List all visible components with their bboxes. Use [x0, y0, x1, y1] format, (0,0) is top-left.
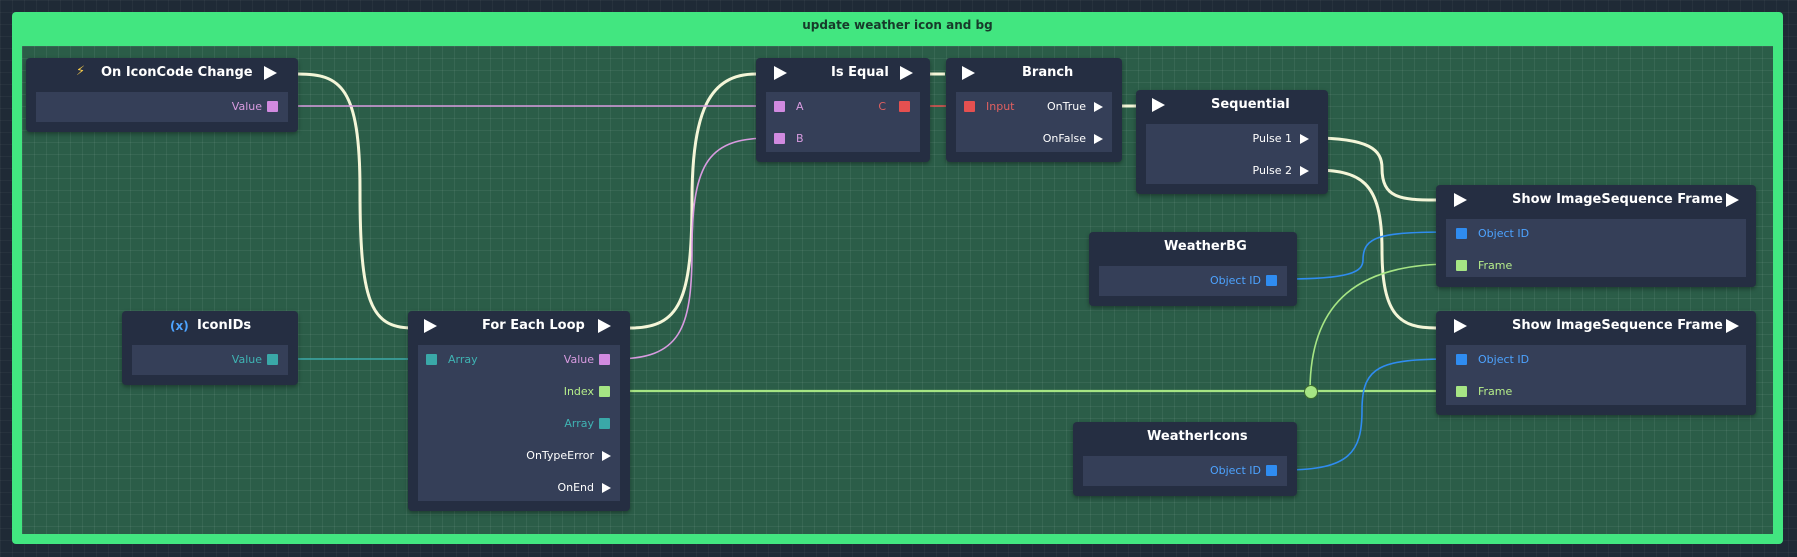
node-header[interactable]: For Each Loop: [408, 311, 630, 341]
object-id-label: Object ID: [1209, 464, 1261, 477]
node-icon-ids[interactable]: (x) IconIDs Value: [122, 311, 298, 385]
exec-input-pin[interactable]: [774, 66, 787, 80]
exec-output-pin[interactable]: [598, 319, 611, 333]
exec-output-pin[interactable]: [1726, 193, 1739, 207]
pulse2-pin[interactable]: [1300, 166, 1309, 176]
exec-input-pin[interactable]: [424, 319, 437, 333]
node-body: Object ID: [1099, 266, 1287, 296]
node-header[interactable]: WeatherBG: [1089, 232, 1297, 262]
object-id-output-pin[interactable]: [1266, 275, 1277, 286]
group-title: update weather icon and bg: [802, 18, 993, 32]
node-title: WeatherIcons: [1147, 429, 1248, 444]
exec-output-pin[interactable]: [900, 66, 913, 80]
on-type-error-pin[interactable]: [602, 451, 611, 461]
frame-input-pin[interactable]: [1456, 386, 1467, 397]
on-true-pin[interactable]: [1094, 102, 1103, 112]
on-end-pin[interactable]: [602, 483, 611, 493]
node-show-image-sequence-frame-1[interactable]: Show ImageSequence Frame Object ID Frame: [1436, 185, 1756, 287]
node-header[interactable]: WeatherIcons: [1073, 422, 1297, 452]
object-id-output-pin[interactable]: [1266, 465, 1277, 476]
value-output-label: Value: [563, 353, 594, 366]
node-header[interactable]: (x) IconIDs: [122, 311, 298, 341]
node-is-equal[interactable]: Is Equal A C B: [756, 58, 930, 162]
on-type-error-label: OnTypeError: [526, 449, 594, 462]
value-label: Value: [231, 100, 262, 113]
node-header[interactable]: Branch: [946, 58, 1122, 88]
node-title: WeatherBG: [1164, 239, 1247, 254]
array-input-pin[interactable]: [426, 354, 437, 365]
node-title: Sequential: [1211, 97, 1290, 112]
node-title: Is Equal: [831, 65, 889, 80]
node-title: IconIDs: [197, 318, 252, 333]
b-input-pin[interactable]: [774, 133, 785, 144]
node-show-image-sequence-frame-2[interactable]: Show ImageSequence Frame Object ID Frame: [1436, 311, 1756, 415]
node-sequential[interactable]: Sequential Pulse 1 Pulse 2: [1136, 90, 1328, 194]
input-label: Input: [986, 100, 1015, 113]
index-output-label: Index: [563, 385, 594, 398]
frame-input-pin[interactable]: [1456, 260, 1467, 271]
frame-label: Frame: [1478, 259, 1513, 272]
node-on-iconcode-change[interactable]: ⚡ On IconCode Change Value: [26, 58, 298, 132]
object-id-input-pin[interactable]: [1456, 228, 1467, 239]
a-input-pin[interactable]: [774, 101, 785, 112]
variable-icon: (x): [170, 319, 189, 333]
node-weather-bg[interactable]: WeatherBG Object ID: [1089, 232, 1297, 306]
c-output-label: C: [878, 100, 886, 113]
node-body: Value: [132, 345, 288, 375]
node-body: Value: [36, 92, 288, 122]
pulse2-label: Pulse 2: [1252, 164, 1292, 177]
exec-input-pin[interactable]: [1454, 193, 1467, 207]
node-body: Object ID Frame: [1446, 219, 1746, 277]
input-pin[interactable]: [964, 101, 975, 112]
array-input-label: Array: [448, 353, 478, 366]
value-label: Value: [231, 353, 262, 366]
node-body: A C B: [766, 92, 920, 152]
object-id-label: Object ID: [1478, 227, 1530, 240]
node-title: Branch: [1022, 65, 1074, 80]
exec-input-pin[interactable]: [1152, 98, 1165, 112]
node-body: Pulse 1 Pulse 2: [1146, 124, 1318, 184]
array-output-pin[interactable]: [599, 418, 610, 429]
node-weather-icons[interactable]: WeatherIcons Object ID: [1073, 422, 1297, 496]
lightning-icon: ⚡: [76, 64, 86, 79]
on-true-label: OnTrue: [1047, 100, 1086, 113]
node-body: Input OnTrue OnFalse: [956, 92, 1112, 152]
node-title: Show ImageSequence Frame: [1512, 318, 1723, 333]
frame-label: Frame: [1478, 385, 1513, 398]
node-body: Object ID: [1083, 456, 1287, 486]
node-for-each-loop[interactable]: For Each Loop Array Value Index Array On…: [408, 311, 630, 511]
exec-output-pin[interactable]: [264, 66, 277, 80]
on-false-label: OnFalse: [1042, 132, 1086, 145]
node-title: On IconCode Change: [101, 65, 253, 80]
node-body: Object ID Frame: [1446, 345, 1746, 405]
c-output-pin[interactable]: [899, 101, 910, 112]
a-input-label: A: [796, 100, 804, 113]
reroute-dot[interactable]: [1304, 385, 1318, 399]
node-title: Show ImageSequence Frame: [1512, 192, 1723, 207]
node-header[interactable]: ⚡ On IconCode Change: [26, 58, 298, 88]
value-output-pin[interactable]: [599, 354, 610, 365]
node-branch[interactable]: Branch Input OnTrue OnFalse: [946, 58, 1122, 162]
on-end-label: OnEnd: [557, 481, 594, 494]
node-header[interactable]: Sequential: [1136, 90, 1328, 120]
b-input-label: B: [796, 132, 804, 145]
node-title: For Each Loop: [482, 318, 585, 333]
exec-input-pin[interactable]: [1454, 319, 1467, 333]
on-false-pin[interactable]: [1094, 134, 1103, 144]
exec-input-pin[interactable]: [962, 66, 975, 80]
object-id-label: Object ID: [1478, 353, 1530, 366]
object-id-label: Object ID: [1209, 274, 1261, 287]
object-id-input-pin[interactable]: [1456, 354, 1467, 365]
index-output-pin[interactable]: [599, 386, 610, 397]
value-output-pin[interactable]: [267, 101, 278, 112]
array-output-label: Array: [564, 417, 594, 430]
pulse1-label: Pulse 1: [1252, 132, 1292, 145]
node-header[interactable]: Is Equal: [756, 58, 930, 88]
value-output-pin[interactable]: [267, 354, 278, 365]
pulse1-pin[interactable]: [1300, 134, 1309, 144]
node-header[interactable]: Show ImageSequence Frame: [1436, 185, 1756, 215]
node-header[interactable]: Show ImageSequence Frame: [1436, 311, 1756, 341]
exec-output-pin[interactable]: [1726, 319, 1739, 333]
node-body: Array Value Index Array OnTypeError OnEn…: [418, 345, 620, 501]
